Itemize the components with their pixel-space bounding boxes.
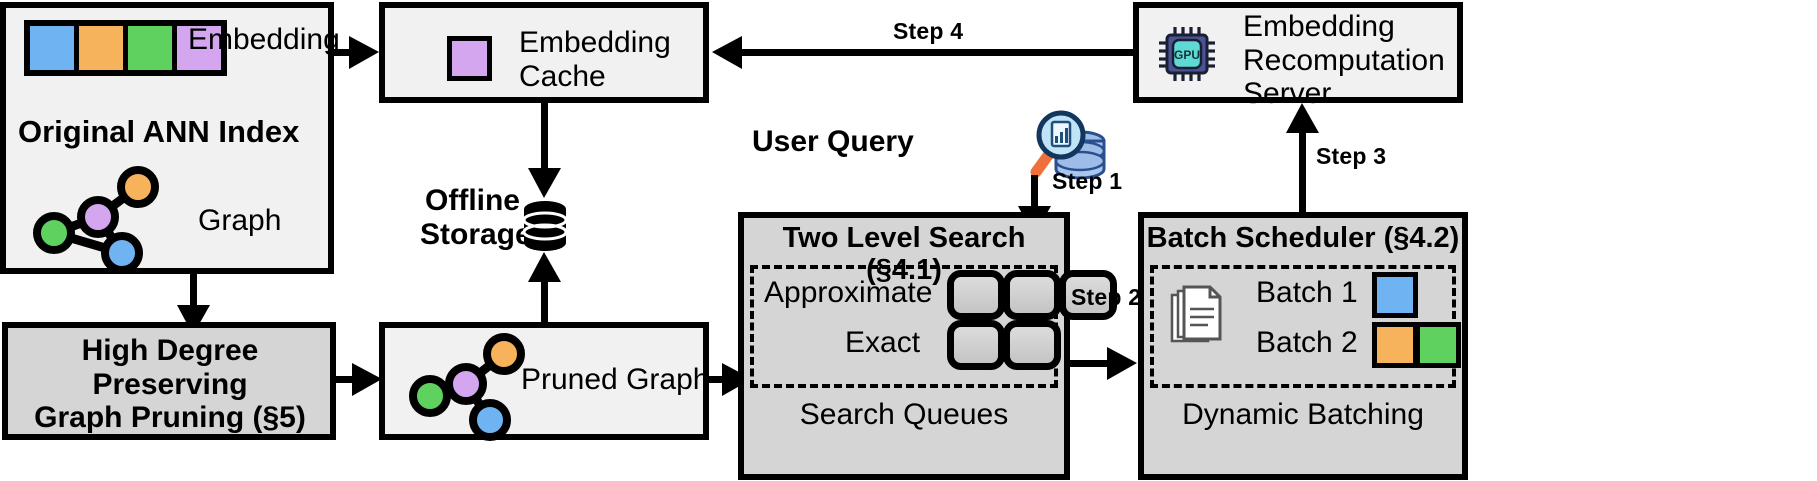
exact-queue-row[interactable] xyxy=(947,320,1061,370)
batch-1-item-blue xyxy=(1372,272,1418,318)
step1-arrow-line xyxy=(1031,175,1038,215)
batch-2-item-orange xyxy=(1372,322,1418,368)
original-ann-index-graph-icon xyxy=(33,166,159,274)
step1-label: Step 1 xyxy=(1052,168,1123,194)
step4-label: Step 4 xyxy=(893,18,964,44)
embedding-cache-box[interactable] xyxy=(379,2,709,103)
embedding-swatch-blue xyxy=(30,26,74,70)
pruning-to-pruned-line xyxy=(336,376,366,383)
pruned-to-storage-line xyxy=(541,280,548,322)
embedding-recomputation-server-title: Embedding Recomputation Server xyxy=(1243,10,1445,111)
embedding-swatch-purple xyxy=(172,26,221,70)
step2-arrow-line xyxy=(1070,360,1126,367)
step2-arrow-head xyxy=(1107,347,1137,380)
batch-scheduler-title: Batch Scheduler (§4.2) xyxy=(1146,222,1460,254)
embedding-color-strip xyxy=(24,20,227,76)
embedding-cache-title: Embedding Cache xyxy=(519,26,671,93)
graph-pruning-box[interactable] xyxy=(2,322,336,440)
dynamic-batching-footer: Dynamic Batching xyxy=(1182,398,1424,431)
pruning-to-pruned-arrow-head xyxy=(352,363,382,396)
original-ann-index-title: Original ANN Index xyxy=(18,114,300,149)
graph-label: Graph xyxy=(198,204,282,237)
index-to-pruning-arrow-head xyxy=(177,305,210,335)
index-to-cache-line xyxy=(334,49,362,56)
user-query-label: User Query xyxy=(752,125,914,158)
offline-storage-label: Offline Storage xyxy=(420,184,532,251)
embedding-label: Embedding xyxy=(188,23,340,56)
exact-label: Exact xyxy=(845,326,921,359)
step3-arrow-line xyxy=(1299,133,1306,213)
pruned-graph-icon xyxy=(409,333,525,441)
batch-1-items xyxy=(1372,272,1418,318)
exact-queue-slot-1[interactable] xyxy=(947,320,1005,370)
step3-arrow-head xyxy=(1286,103,1319,133)
batch-2-items xyxy=(1372,322,1461,368)
step4-arrow-line xyxy=(740,49,1133,56)
cache-to-storage-line xyxy=(541,103,548,175)
batch-2-item-green xyxy=(1415,322,1461,368)
search-queues-footer: Search Queues xyxy=(799,398,1009,431)
embedding-swatch-orange xyxy=(74,26,123,70)
exact-queue-slot-2[interactable] xyxy=(1003,320,1061,370)
approximate-queue-slot-2[interactable] xyxy=(1003,270,1061,320)
pruned-to-search-arrow-head xyxy=(722,363,752,396)
approximate-queue-slot-3[interactable] xyxy=(1059,270,1117,320)
graph-pruning-title: High Degree Preserving Graph Pruning (§5… xyxy=(34,334,306,435)
two-level-search-box[interactable] xyxy=(738,212,1070,480)
approximate-label: Approximate xyxy=(764,276,933,309)
index-to-pruning-line xyxy=(190,274,197,316)
cache-to-storage-arrow-head xyxy=(528,168,561,198)
documents-stack-icon xyxy=(1170,285,1222,343)
two-level-search-title: Two Level Search (§4.1) xyxy=(782,222,1026,287)
pruned-to-storage-arrow-head xyxy=(528,252,561,282)
database-cylinder-icon xyxy=(522,201,568,251)
approximate-queue-slot-1[interactable] xyxy=(947,270,1005,320)
batch-1-label: Batch 1 xyxy=(1256,276,1358,309)
batch-2-label: Batch 2 xyxy=(1256,326,1358,359)
svg-text:GPU: GPU xyxy=(1174,48,1200,62)
step4-arrow-head xyxy=(712,36,742,69)
index-to-cache-arrow-head xyxy=(349,36,379,69)
embedding-swatch-green xyxy=(123,26,172,70)
approximate-queue-row[interactable] xyxy=(947,270,1117,320)
query-search-database-icon xyxy=(1030,110,1106,180)
step3-label: Step 3 xyxy=(1316,143,1387,169)
step2-label: Step 2 xyxy=(1071,284,1142,310)
pruned-graph-title: Pruned Graph xyxy=(521,363,710,396)
gpu-chip-icon: GPU xyxy=(1159,27,1215,81)
embedding-cache-icon xyxy=(447,36,492,81)
